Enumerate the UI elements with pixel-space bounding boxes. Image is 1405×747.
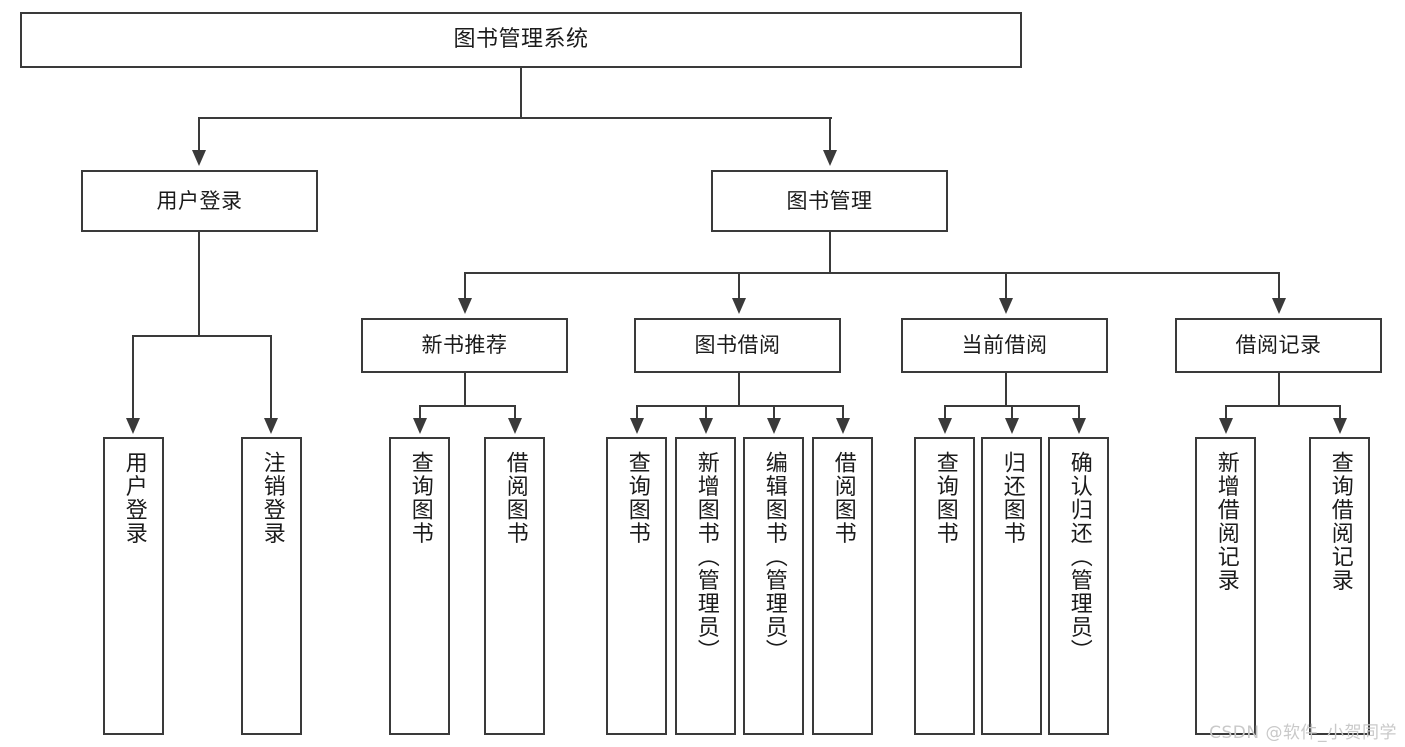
connector-book-borrow-drop-4: [842, 405, 845, 421]
connector-borrow-record-drop-1: [1225, 405, 1228, 421]
node-label: 图书管理: [786, 188, 873, 213]
leaf-new-book-borrow-book[interactable]: 借阅图书: [484, 437, 545, 735]
connector-bm-drop-borrow-record: [1278, 272, 1281, 301]
connector-book-borrow-drop-2: [705, 405, 708, 421]
node-label: 用户登录: [156, 188, 243, 213]
node-label: 用户登录: [121, 451, 147, 545]
leaf-borrow-record-add-record[interactable]: 新增借阅记录: [1195, 437, 1256, 735]
connector-current-borrow-drop-2: [1011, 405, 1014, 421]
connector-bm-drop-book-borrow: [738, 272, 741, 301]
arrowhead-current-borrow-leaf-1: [937, 418, 952, 434]
connector-bm-drop-new-book: [464, 272, 467, 301]
arrowhead-root-to-book-management: [822, 150, 837, 166]
node-label: 查询图书: [932, 451, 958, 545]
node-book-borrow[interactable]: 图书借阅: [634, 318, 841, 373]
node-label: 确认归还（管理员）: [1066, 451, 1092, 663]
leaf-book-borrow-edit-book-admin[interactable]: 编辑图书（管理员）: [743, 437, 804, 735]
node-new-book-recommend[interactable]: 新书推荐: [361, 318, 568, 373]
arrowhead-current-borrow-leaf-2: [1004, 418, 1019, 434]
leaf-user-login-user-login[interactable]: 用户登录: [103, 437, 164, 735]
connector-root-to-book-management: [829, 117, 832, 153]
node-label: 借阅图书: [502, 451, 528, 545]
arrowhead-new-book-leaf-2: [507, 418, 522, 434]
connector-root-stem: [520, 68, 523, 118]
connector-new-book-drop-2: [514, 405, 517, 421]
connector-current-borrow-stem: [1005, 373, 1008, 407]
connector-new-book-bus: [419, 405, 515, 408]
arrowhead-bm-current-borrow: [998, 298, 1013, 314]
leaf-book-borrow-add-book-admin[interactable]: 新增图书（管理员）: [675, 437, 736, 735]
arrowhead-new-book-leaf-1: [412, 418, 427, 434]
leaf-current-borrow-return-book[interactable]: 归还图书: [981, 437, 1042, 735]
arrowhead-borrow-record-leaf-2: [1332, 418, 1347, 434]
node-label: 归还图书: [999, 451, 1025, 545]
arrowhead-book-borrow-leaf-1: [629, 418, 644, 434]
node-book-management[interactable]: 图书管理: [711, 170, 948, 232]
connector-book-management-bus: [464, 272, 1280, 275]
connector-new-book-stem: [464, 373, 467, 407]
leaf-current-borrow-query-book[interactable]: 查询图书: [914, 437, 975, 735]
connector-user-login-bus: [132, 335, 272, 338]
node-label: 借阅图书: [830, 451, 856, 545]
arrowhead-borrow-record-leaf-1: [1218, 418, 1233, 434]
connector-book-management-stem: [829, 232, 832, 274]
arrowhead-bm-borrow-record: [1271, 298, 1286, 314]
node-label: 新书推荐: [421, 333, 508, 358]
connector-root-bus: [198, 117, 832, 120]
node-label: 图书借阅: [694, 333, 781, 358]
node-user-login[interactable]: 用户登录: [81, 170, 318, 232]
node-label: 查询图书: [624, 451, 650, 545]
leaf-borrow-record-query-record[interactable]: 查询借阅记录: [1309, 437, 1370, 735]
connector-new-book-drop-1: [419, 405, 422, 421]
connector-book-borrow-stem: [738, 373, 741, 407]
connector-current-borrow-drop-3: [1078, 405, 1081, 421]
node-label: 编辑图书（管理员）: [761, 451, 787, 663]
arrowhead-book-borrow-leaf-2: [698, 418, 713, 434]
connector-root-to-user-login: [198, 117, 201, 153]
connector-bm-drop-current-borrow: [1005, 272, 1008, 301]
leaf-user-login-logout[interactable]: 注销登录: [241, 437, 302, 735]
arrowhead-book-borrow-leaf-3: [766, 418, 781, 434]
connector-book-borrow-bus: [636, 405, 843, 408]
connector-borrow-record-stem: [1278, 373, 1281, 407]
connector-book-borrow-drop-1: [636, 405, 639, 421]
arrowhead-bm-new-book: [457, 298, 472, 314]
node-root-book-management-system[interactable]: 图书管理系统: [20, 12, 1022, 68]
node-label: 当前借阅: [961, 333, 1048, 358]
node-label: 注销登录: [259, 451, 285, 545]
connector-borrow-record-bus: [1225, 405, 1340, 408]
node-label: 新增图书（管理员）: [693, 451, 719, 663]
arrowhead-book-borrow-leaf-4: [835, 418, 850, 434]
leaf-book-borrow-query-book[interactable]: 查询图书: [606, 437, 667, 735]
node-borrow-record[interactable]: 借阅记录: [1175, 318, 1382, 373]
node-label: 新增借阅记录: [1213, 451, 1239, 592]
node-current-borrow[interactable]: 当前借阅: [901, 318, 1108, 373]
connector-user-login-drop-2: [270, 335, 273, 421]
arrowhead-bm-book-borrow: [731, 298, 746, 314]
arrowhead-root-to-user-login: [191, 150, 206, 166]
connector-current-borrow-drop-1: [944, 405, 947, 421]
arrowhead-user-login-leaf-2: [263, 418, 278, 434]
leaf-book-borrow-borrow-book[interactable]: 借阅图书: [812, 437, 873, 735]
connector-user-login-drop-1: [132, 335, 135, 421]
node-label: 查询借阅记录: [1327, 451, 1353, 592]
node-label: 借阅记录: [1235, 333, 1322, 358]
node-label: 查询图书: [407, 451, 433, 545]
leaf-new-book-query-book[interactable]: 查询图书: [389, 437, 450, 735]
connector-book-borrow-drop-3: [773, 405, 776, 421]
connector-borrow-record-drop-2: [1339, 405, 1342, 421]
node-label: 图书管理系统: [453, 27, 589, 53]
leaf-current-borrow-confirm-return-admin[interactable]: 确认归还（管理员）: [1048, 437, 1109, 735]
connector-user-login-stem: [198, 232, 201, 336]
arrowhead-current-borrow-leaf-3: [1071, 418, 1086, 434]
arrowhead-user-login-leaf-1: [125, 418, 140, 434]
